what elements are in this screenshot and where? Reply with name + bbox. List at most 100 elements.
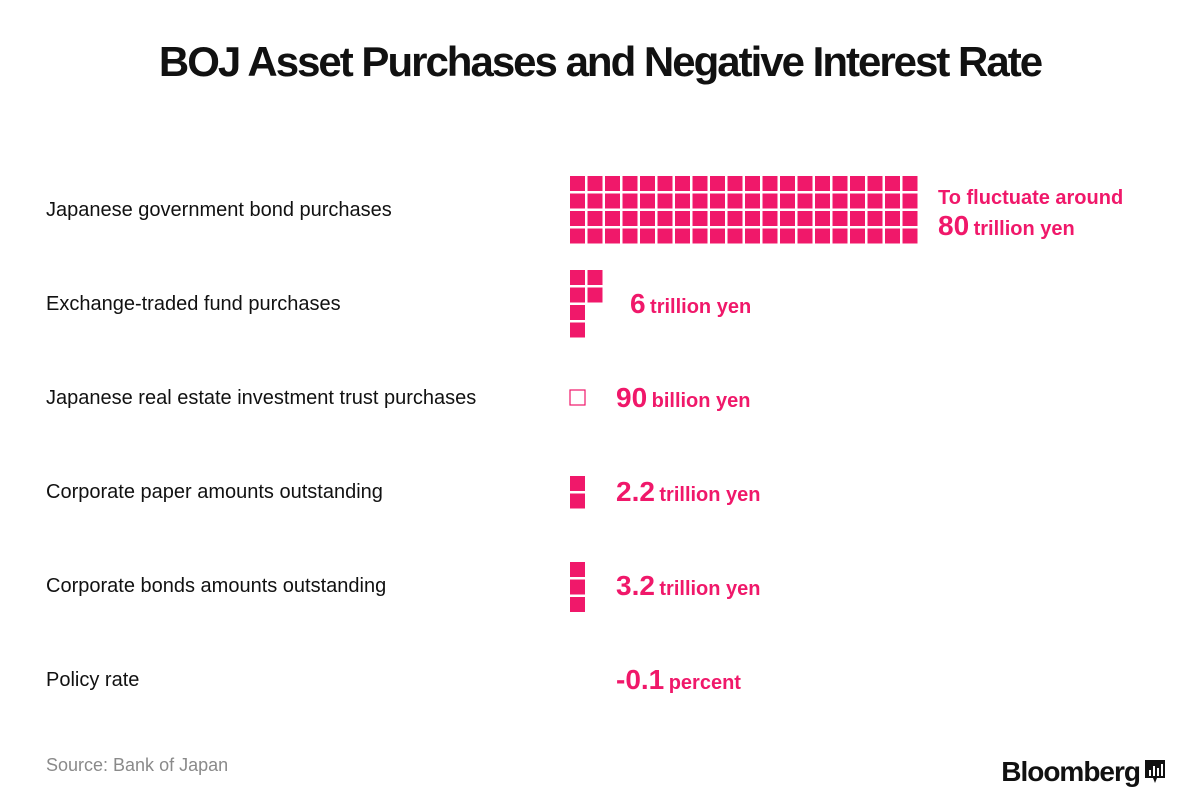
square-jgb (675, 193, 690, 209)
value-number-policy-rate: -0.1 (616, 664, 665, 695)
square-jgb (657, 211, 673, 226)
square-jgb (605, 176, 620, 191)
square-etf (587, 270, 603, 285)
square-jgb (797, 193, 813, 209)
square-jgb (640, 193, 655, 209)
square-jgb (622, 228, 638, 244)
square-jgb (640, 176, 655, 191)
square-jgb (762, 193, 778, 209)
square-jgb (710, 228, 725, 244)
value-corp-bonds: 3.2 trillion yen (616, 570, 761, 602)
square-jgb (850, 211, 865, 226)
square-jgb (745, 193, 760, 209)
square-jgb (797, 211, 813, 226)
square-corp-bonds (570, 579, 585, 595)
square-jgb (850, 176, 865, 191)
square-jgb (675, 228, 690, 244)
square-jgb (797, 176, 813, 191)
square-jgb (815, 211, 830, 226)
row-label-jgb: Japanese government bond purchases (46, 199, 392, 221)
square-jgb (745, 228, 760, 244)
value-jgb: To fluctuate around 80 trillion yen (938, 186, 1123, 242)
source-note: Source: Bank of Japan (46, 755, 229, 775)
square-jgb (570, 193, 585, 209)
row-label-cp: Corporate paper amounts outstanding (46, 481, 383, 503)
value-unit-jgb: trillion yen (973, 218, 1075, 240)
square-jgb (762, 176, 778, 191)
square-jgb (692, 228, 708, 244)
value-jreit: 90 billion yen (616, 382, 751, 414)
value-number-cp: 2.2 (616, 476, 655, 507)
square-jgb (832, 228, 848, 244)
value-policy-rate: -0.1 percent (616, 664, 741, 696)
chart-title: BOJ Asset Purchases and Negative Interes… (158, 38, 1043, 85)
square-jgb (710, 193, 725, 209)
square-jgb (675, 176, 690, 191)
square-jgb (762, 228, 778, 244)
square-jgb (692, 176, 708, 191)
square-jgb (605, 211, 620, 226)
square-jgb (832, 176, 848, 191)
square-jgb (815, 193, 830, 209)
value-number-corp-bonds: 3.2 (616, 570, 655, 601)
value-etf: 6 trillion yen (630, 288, 751, 320)
row-label-corp-bonds: Corporate bonds amounts outstanding (46, 575, 387, 597)
square-jgb (885, 228, 900, 244)
square-jgb (710, 176, 725, 191)
square-jgb (867, 228, 883, 244)
square-jgb (745, 176, 760, 191)
row-label-policy-rate: Policy rate (46, 669, 140, 691)
square-jgb (622, 211, 638, 226)
value-prefix-jgb: To fluctuate around (938, 187, 1124, 209)
square-jgb (867, 211, 883, 226)
square-jgb (902, 193, 918, 209)
square-jgb (885, 176, 900, 191)
square-jgb (902, 176, 918, 191)
square-jgb (570, 176, 585, 191)
square-etf (570, 287, 585, 303)
square-jgb (587, 193, 603, 209)
square-corp-bonds (570, 597, 585, 612)
square-etf (570, 270, 585, 285)
value-unit-cp: trillion yen (659, 484, 761, 506)
square-jgb (587, 211, 603, 226)
square-jgb (850, 228, 865, 244)
value-unit-policy-rate: percent (668, 672, 741, 694)
square-jgb (657, 193, 673, 209)
square-jgb (710, 211, 725, 226)
value-unit-corp-bonds: trillion yen (659, 578, 761, 600)
value-unit-jreit: billion yen (651, 390, 751, 412)
square-jgb (780, 228, 795, 244)
square-jgb (762, 211, 778, 226)
value-cp: 2.2 trillion yen (616, 476, 761, 508)
square-jgb (727, 193, 743, 209)
square-jgb (587, 176, 603, 191)
square-jgb (605, 228, 620, 244)
square-jgb (640, 228, 655, 244)
row-label-jreit: Japanese real estate investment trust pu… (46, 387, 477, 409)
square-jgb (867, 193, 883, 209)
square-jgb (640, 211, 655, 226)
square-cp (570, 476, 585, 491)
square-jgb (675, 211, 690, 226)
square-jgb (745, 211, 760, 226)
square-jgb (815, 228, 830, 244)
square-jgb (692, 211, 708, 226)
square-jgb (832, 193, 848, 209)
square-jgb (727, 211, 743, 226)
square-jgb (850, 193, 865, 209)
square-jgb (570, 211, 585, 226)
square-jgb (657, 176, 673, 191)
value-unit-etf: trillion yen (650, 296, 752, 318)
square-jgb (657, 228, 673, 244)
square-jgb (885, 211, 900, 226)
value-number-jgb: 80 (938, 210, 970, 241)
square-jgb (780, 211, 795, 226)
bloomberg-chart-icon (1145, 760, 1165, 783)
bloomberg-logo: Bloomberg (1001, 756, 1166, 788)
square-jgb (885, 193, 900, 209)
square-jgb (780, 193, 795, 209)
value-number-jreit: 90 (616, 382, 648, 413)
row-label-etf: Exchange-traded fund purchases (46, 293, 341, 315)
